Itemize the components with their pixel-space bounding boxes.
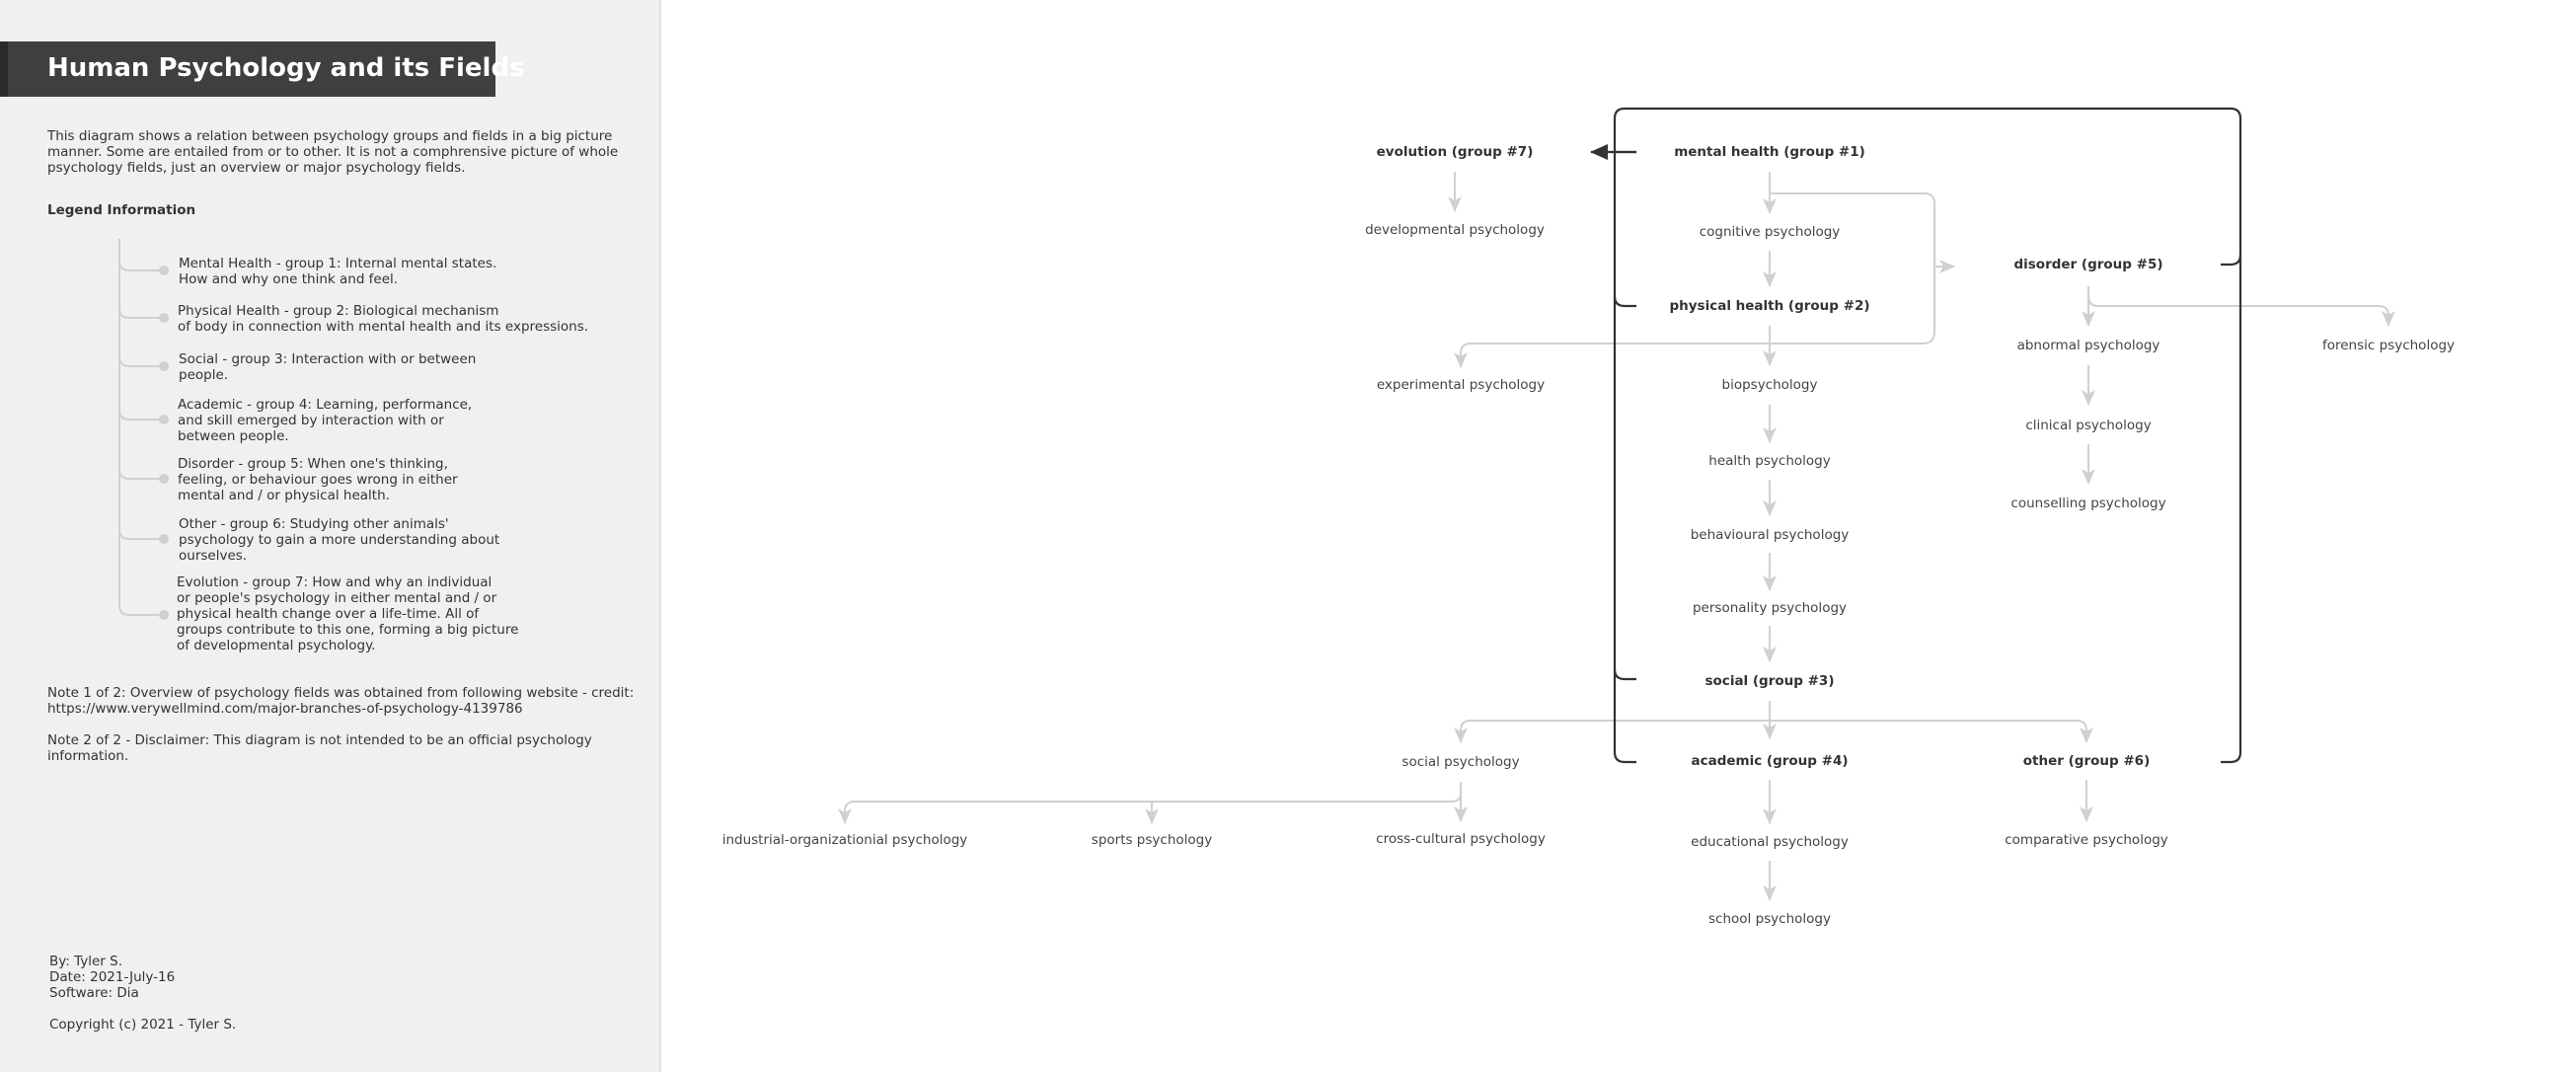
group-bracket-left [1613, 152, 1636, 764]
legend-bullet [159, 266, 169, 275]
node-social-group: social (group #3) [1705, 673, 1835, 689]
node-educational-psychology: educational psychology [1691, 834, 1849, 850]
node-health-psychology: health psychology [1708, 453, 1831, 469]
credit-date: Date: 2021-July-16 [49, 969, 176, 985]
legend-bullet [159, 313, 169, 323]
node-academic-group: academic (group #4) [1691, 753, 1849, 769]
node-developmental-psychology: developmental psychology [1365, 222, 1545, 238]
node-biopsychology: biopsychology [1721, 377, 1818, 393]
info-panel: Human Psychology and its Fields This dia… [0, 0, 661, 1072]
node-industrial-organizational-psychology: industrial-organizationial psychology [721, 832, 968, 848]
connector-mental-experimental [1454, 192, 1935, 368]
group-bracket-physical [1613, 295, 1636, 308]
legend-item-disorder: Disorder - group 5: When one's thinking,… [178, 456, 458, 503]
credit-software: Software: Dia [49, 985, 139, 1001]
note-2: Note 2 of 2 - Disclaimer: This diagram i… [47, 732, 592, 764]
node-forensic-psychology: forensic psychology [2321, 338, 2456, 353]
node-physical-health-group: physical health (group #2) [1669, 298, 1870, 314]
node-abnormal-psychology: abnormal psychology [2016, 338, 2160, 353]
legend-item-physical-health: Physical Health - group 2: Biological me… [178, 303, 589, 335]
legend-item-academic: Academic - group 4: Learning, performanc… [178, 397, 473, 444]
group-bracket-top [1613, 107, 2242, 267]
legend-bullet [159, 474, 169, 484]
node-mental-health-group: mental health (group #1) [1674, 144, 1865, 160]
legend-bullet [159, 361, 169, 371]
legend-tree-connector [118, 239, 169, 620]
connector-disorder-forensic [2087, 295, 2395, 327]
title-bar: Human Psychology and its Fields [0, 41, 525, 97]
legend-item-other: Other - group 6: Studying other animals'… [179, 516, 500, 564]
node-other-group: other (group #6) [2022, 753, 2151, 769]
group-bracket-right [2221, 255, 2242, 764]
node-cross-cultural-psychology: cross-cultural psychology [1376, 831, 1546, 847]
legend-item-evolution: Evolution - group 7: How and why an indi… [177, 574, 519, 653]
legend-item-mental-health: Mental Health - group 1: Internal mental… [179, 256, 497, 287]
credit-author: By: Tyler S. [49, 954, 122, 969]
node-evolution-group: evolution (group #7) [1376, 144, 1534, 160]
legend-bullet [159, 534, 169, 544]
legend-heading: Legend Information [47, 202, 196, 218]
connector-social-socialpsych [1454, 720, 1770, 743]
node-clinical-psychology: clinical psychology [2025, 418, 2152, 433]
connector-socialpsych-industrial [838, 793, 1462, 824]
copyright: Copyright (c) 2021 - Tyler S. [49, 1017, 237, 1033]
group-bracket-social [1613, 668, 1636, 681]
node-social-psychology: social psychology [1402, 754, 1520, 770]
node-sports-psychology: sports psychology [1091, 832, 1213, 848]
node-comparative-psychology: comparative psychology [2005, 832, 2168, 848]
node-behavioural-psychology: behavioural psychology [1690, 527, 1850, 543]
node-counselling-psychology: counselling psychology [2010, 496, 2166, 511]
note-1: Note 1 of 2: Overview of psychology fiel… [47, 685, 635, 717]
legend-item-social: Social - group 3: Interaction with or be… [179, 351, 477, 383]
node-school-psychology: school psychology [1708, 911, 1831, 927]
page-title: Human Psychology and its Fields [47, 53, 525, 83]
node-disorder-group: disorder (group #5) [2013, 257, 2163, 272]
legend-bullet [159, 610, 169, 620]
node-experimental-psychology: experimental psychology [1376, 377, 1546, 393]
node-cognitive-psychology: cognitive psychology [1699, 224, 1841, 240]
connector-social-other [1770, 720, 2093, 743]
panel-divider [659, 0, 661, 1072]
node-personality-psychology: personality psychology [1692, 600, 1848, 616]
description-text: This diagram shows a relation between ps… [47, 128, 619, 176]
legend-bullet [159, 415, 169, 424]
